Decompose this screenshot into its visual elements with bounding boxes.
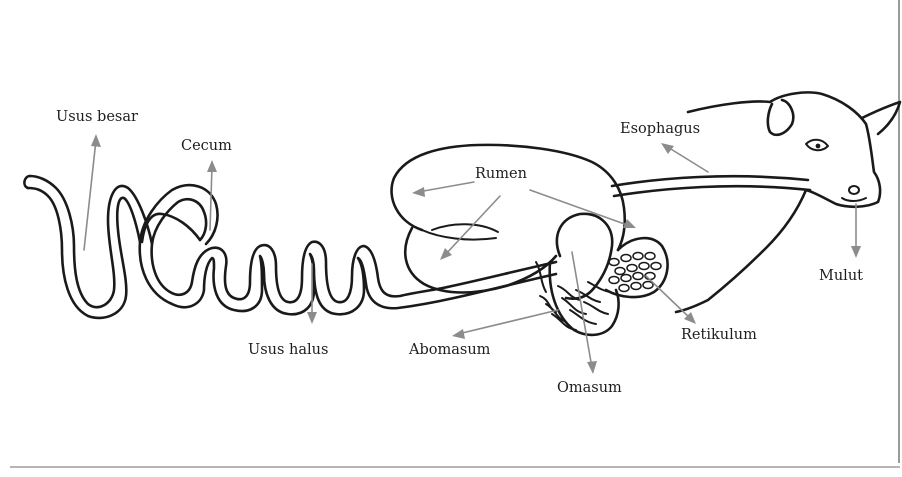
label-cecum: Cecum (181, 138, 232, 154)
label-omasum: Omasum (557, 380, 622, 396)
label-esophagus: Esophagus (620, 121, 700, 137)
abomasum-organ (536, 262, 610, 330)
arrow-esophagus (661, 143, 708, 172)
label-usus-besar: Usus besar (56, 109, 138, 125)
arrow-rumen-to-left (412, 182, 474, 197)
arrow-usus-besar (84, 134, 101, 250)
arrow-mulut (851, 204, 861, 258)
intestine-tube (24, 176, 556, 318)
cow-head (676, 92, 900, 312)
esophagus-tube (612, 176, 810, 196)
label-abomasum: Abomasum (408, 342, 491, 358)
cow-nostril (849, 186, 859, 194)
arrow-abomasum (452, 310, 558, 339)
label-usus-halus: Usus halus (248, 342, 328, 358)
arrow-retikulum (646, 276, 696, 324)
cow-eye (816, 144, 821, 149)
label-rumen: Rumen (475, 166, 527, 182)
label-mulut: Mulut (819, 268, 863, 284)
label-retikulum: Retikulum (681, 327, 757, 343)
retikulum-texture (609, 253, 661, 292)
